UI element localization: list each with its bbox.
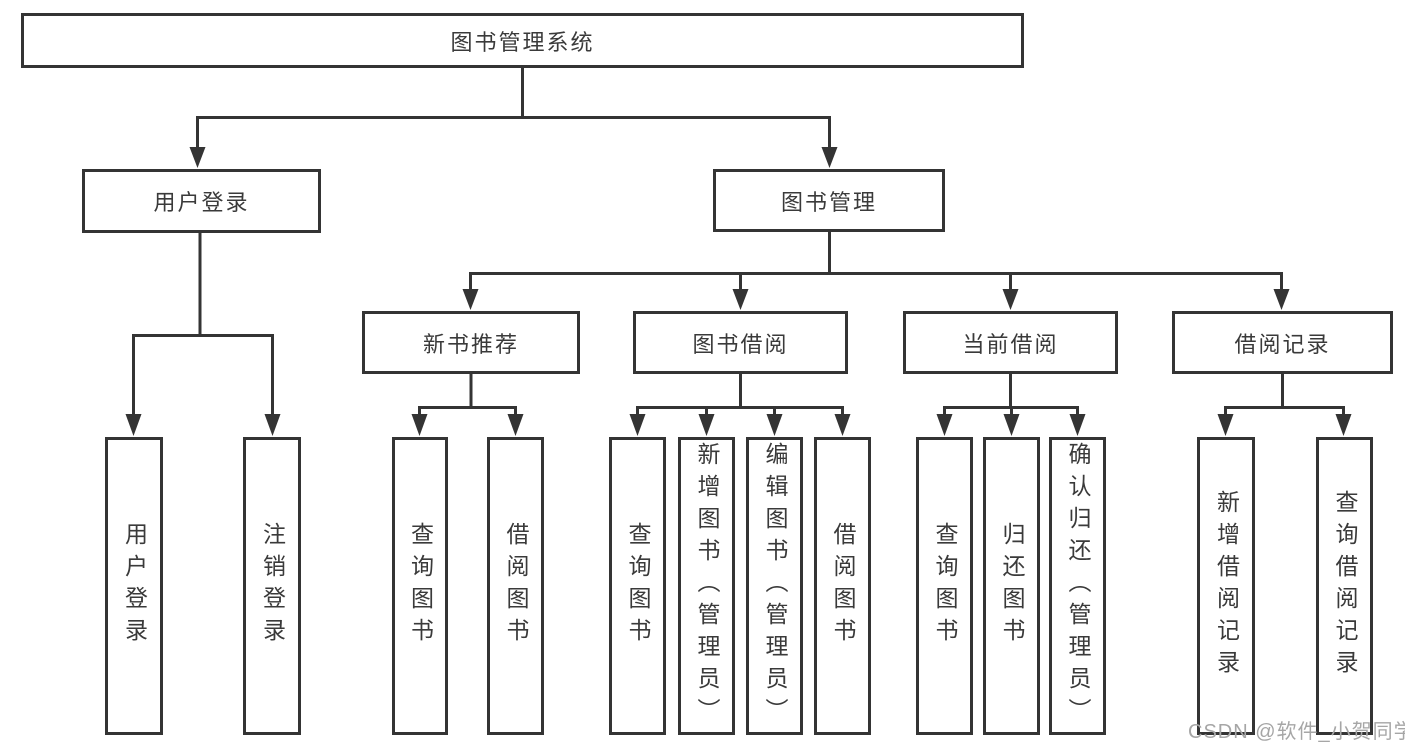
node-user-login: 用户登录 — [82, 169, 321, 233]
leaf-edit-book-admin: 编辑图书（管理员） — [746, 437, 803, 735]
leaf-return-book: 归还图书 — [983, 437, 1040, 735]
node-current-borrow: 当前借阅 — [903, 311, 1118, 374]
csdn-watermark: CSDN @软件_小贺同学 — [1188, 721, 1405, 743]
leaf-borrow-books-recommend: 借阅图书 — [487, 437, 544, 735]
leaf-confirm-return-admin: 确认归还（管理员） — [1049, 437, 1106, 735]
leaf-add-book-admin: 新增图书（管理员） — [678, 437, 735, 735]
node-root-library-system: 图书管理系统 — [21, 13, 1024, 68]
leaf-add-borrow-record: 新增借阅记录 — [1197, 437, 1255, 735]
leaf-user-login: 用户登录 — [105, 437, 163, 735]
leaf-logout: 注销登录 — [243, 437, 301, 735]
node-new-book-recommend: 新书推荐 — [362, 311, 580, 374]
leaf-query-books-current: 查询图书 — [916, 437, 973, 735]
leaf-query-books-recommend: 查询图书 — [392, 437, 448, 735]
leaf-borrow-books: 借阅图书 — [814, 437, 871, 735]
node-book-management: 图书管理 — [713, 169, 945, 232]
leaf-query-books-borrow: 查询图书 — [609, 437, 666, 735]
node-borrow-records: 借阅记录 — [1172, 311, 1393, 374]
leaf-query-borrow-record: 查询借阅记录 — [1316, 437, 1373, 735]
node-book-borrow: 图书借阅 — [633, 311, 848, 374]
